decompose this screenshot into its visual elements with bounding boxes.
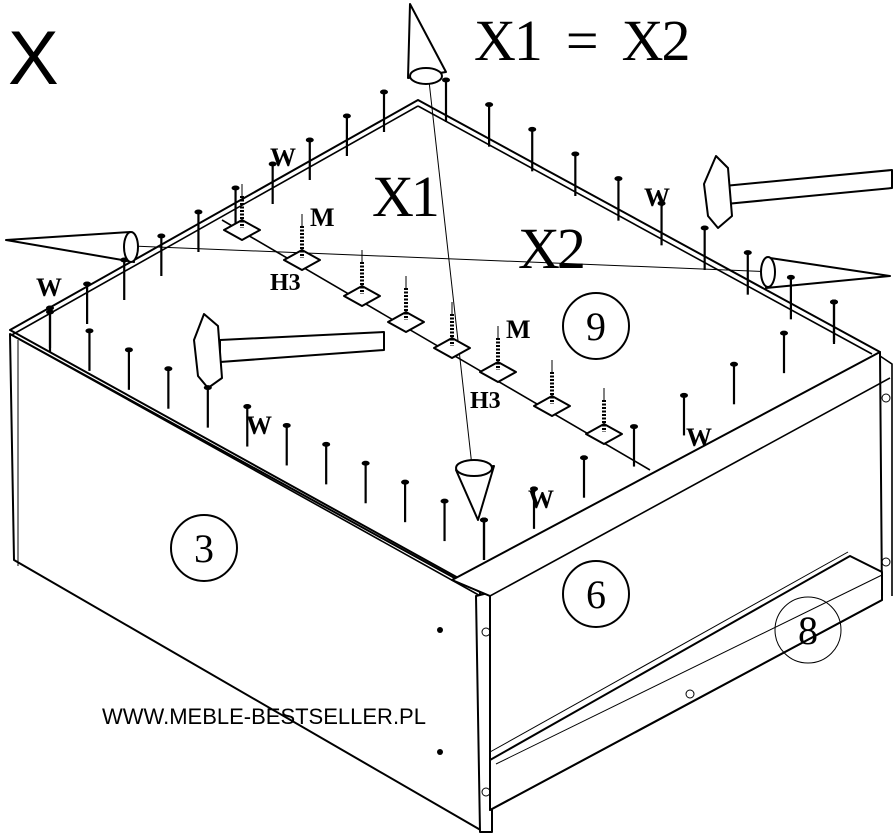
nail-icon	[322, 441, 331, 485]
nail-icon	[440, 498, 449, 542]
website-watermark: WWW.MEBLE-BESTSELLER.PL	[102, 704, 426, 729]
nail-icon	[730, 361, 738, 405]
nail-icon	[680, 392, 688, 436]
nail-icon	[530, 486, 538, 529]
shelf-line-2	[495, 574, 883, 765]
far-left-edge	[9, 105, 419, 337]
nail-icon	[380, 89, 388, 132]
bracket-icon	[223, 184, 261, 241]
diagonal-x2-line	[131, 245, 777, 273]
brackets-group	[223, 184, 623, 445]
panel-8-bottom	[489, 555, 883, 811]
measuring-tip-icon	[5, 231, 139, 263]
dowel-hole	[881, 557, 891, 567]
bracket-icon	[387, 276, 425, 333]
nail-label: W	[686, 423, 712, 452]
front-panel-right-edge	[879, 355, 893, 596]
nail-icon	[830, 299, 838, 342]
nail-icon	[571, 151, 580, 196]
nail-icon	[743, 250, 752, 295]
dowel-hole	[481, 627, 491, 637]
nail-icon	[194, 209, 203, 252]
front-panel-top-edge	[451, 377, 891, 597]
nail-icon	[442, 77, 450, 122]
measuring-tip-icon	[455, 459, 495, 521]
nail-icon	[401, 479, 410, 523]
diagonal-x2-label: X2	[518, 216, 583, 281]
nail-icon	[231, 185, 240, 228]
bracket-label: H3	[270, 270, 301, 296]
nail-label: W	[270, 143, 296, 172]
nail-icon	[124, 347, 133, 390]
nail-icon	[46, 309, 54, 352]
nail-label: W	[246, 411, 272, 440]
bracket-icon	[283, 214, 321, 271]
nail-icon	[780, 330, 788, 374]
hammer-icon	[193, 313, 385, 389]
equation-label: X1 = X2	[474, 8, 688, 73]
nail-icon	[528, 126, 537, 172]
nail-icon	[120, 257, 129, 300]
nail-label: W	[36, 273, 62, 302]
svg-text:9: 9	[586, 304, 606, 349]
nail-icon	[85, 328, 94, 371]
bracket-icon	[433, 302, 471, 359]
bracket-icon	[479, 326, 517, 383]
bracket-icon	[533, 360, 571, 417]
nail-label: W	[528, 485, 554, 514]
svg-text:3: 3	[194, 526, 214, 571]
nail-icon	[203, 385, 212, 428]
nail-icon	[342, 113, 351, 156]
nail-icon	[157, 233, 166, 276]
bracket-label: H3	[470, 388, 501, 414]
nail-icon	[243, 404, 252, 447]
nail-icon	[480, 517, 488, 560]
dowel-hole	[437, 749, 443, 755]
nail-icon	[786, 274, 795, 320]
nail-icon	[83, 281, 92, 324]
dowel-hole	[481, 787, 491, 797]
part-number-badge: 8	[774, 596, 842, 664]
dowel-hole	[685, 689, 695, 699]
nail-icon	[305, 137, 314, 180]
measuring-tip-icon	[407, 3, 447, 85]
dowel-hole	[881, 393, 891, 403]
screw-label: M	[506, 315, 531, 344]
bracket-icon	[585, 388, 623, 445]
left-panel-top-edge	[9, 333, 485, 599]
bracket-icon	[343, 250, 381, 307]
measuring-tip-icon	[760, 256, 891, 289]
nail-icon	[614, 176, 623, 221]
nail-icon	[630, 424, 638, 467]
svg-text:8: 8	[798, 608, 818, 653]
diagonal-x1-line	[427, 71, 479, 521]
hammer-icon	[703, 155, 893, 229]
screw-label: M	[310, 203, 335, 232]
dowel-hole	[437, 627, 443, 633]
diagonal-x1-label: X1	[372, 164, 437, 229]
nail-icon	[657, 200, 666, 246]
shelf-line	[489, 551, 849, 753]
svg-text:6: 6	[586, 572, 606, 617]
nail-icon	[361, 460, 370, 504]
far-right-edge	[417, 105, 873, 355]
nail-label: W	[644, 183, 670, 212]
nail-icon	[164, 366, 173, 409]
step-label: X	[8, 16, 59, 101]
nail-icon	[268, 161, 277, 204]
part-number-badge: 9	[562, 292, 630, 360]
part-number-badge: 6	[562, 560, 630, 628]
nail-icon	[282, 422, 291, 466]
nail-icon	[485, 102, 494, 147]
part-number-badge: 3	[170, 514, 238, 582]
nail-icon	[580, 455, 588, 498]
nails-group	[46, 77, 838, 560]
nail-icon	[700, 225, 709, 270]
